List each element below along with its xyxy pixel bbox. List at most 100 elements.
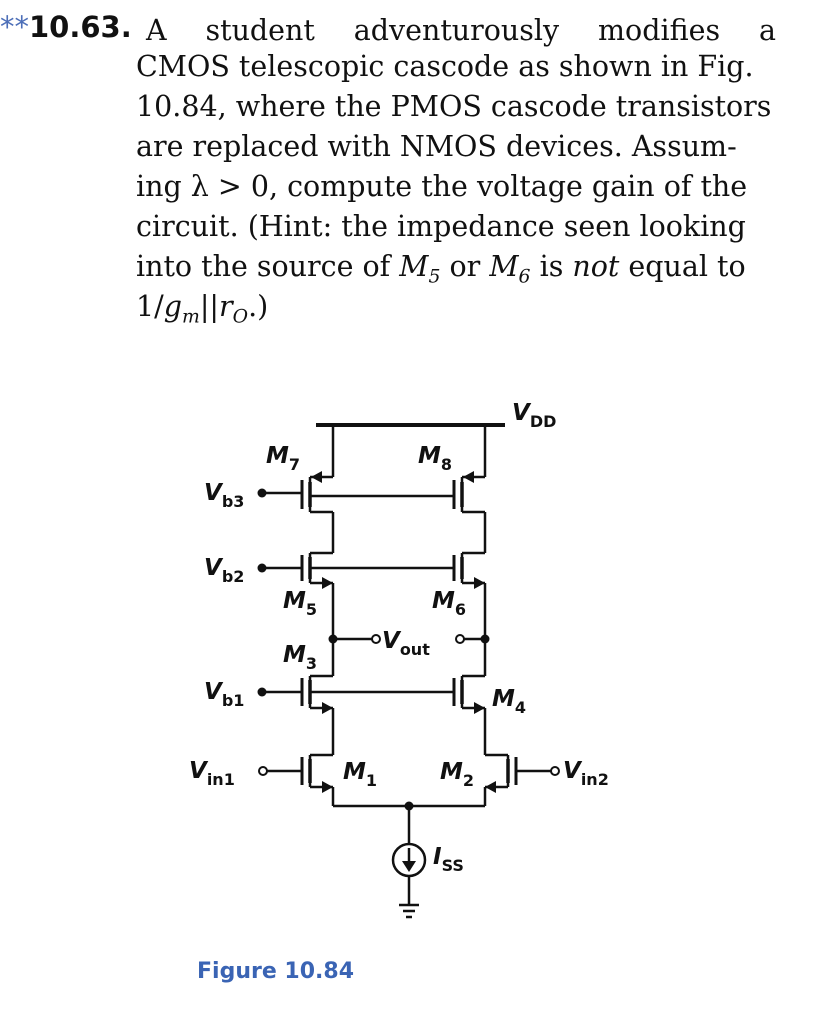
label-sub: 5 (306, 600, 317, 619)
m6-label: M6 (432, 588, 466, 619)
label-main: M (440, 759, 463, 785)
arrow-down-icon (402, 861, 416, 872)
label-main: V (204, 679, 224, 705)
text-run: M (399, 250, 429, 283)
label-sub: b1 (222, 691, 245, 710)
text-run: 1/ (136, 290, 164, 323)
transistor-m6 (452, 551, 485, 589)
word: A (146, 14, 167, 47)
subscript: O (232, 306, 249, 328)
arrow-icon (322, 577, 333, 589)
label-main: V (204, 555, 224, 581)
problem-line-5: ing λ > 0, compute the voltage gain of t… (136, 170, 748, 203)
label-main: V (382, 628, 402, 654)
m4-label: M4 (492, 686, 526, 717)
text-run: equal to (619, 250, 746, 283)
label-sub: in2 (581, 770, 609, 789)
text-run: into the source of (136, 250, 400, 283)
label-sub: SS (442, 856, 464, 875)
problem-id: 10.63. (29, 10, 132, 44)
label-sub: b2 (222, 567, 245, 586)
label-main: M (432, 588, 455, 614)
subscript: m (182, 306, 200, 328)
word: adventurously (353, 14, 560, 47)
transistor-m1 (300, 753, 333, 793)
word: a (758, 14, 776, 47)
text-run: .) (248, 290, 269, 323)
subscript: 5 (428, 266, 441, 288)
text-run: g (163, 290, 182, 323)
current-source-iss (391, 842, 427, 878)
label-main: V (189, 758, 209, 784)
vout-label: Vout (382, 628, 430, 659)
subscript: 6 (518, 266, 531, 288)
transistor-m3 (300, 674, 333, 714)
transistor-m2 (485, 753, 518, 793)
text-run: or (440, 250, 490, 283)
label-sub: out (400, 640, 430, 659)
m7-label: M7 (266, 443, 300, 474)
problem-line-2: CMOS telescopic cascode as shown in Fig. (136, 50, 754, 83)
m1-label: M1 (343, 759, 377, 790)
label-sub: 3 (306, 654, 317, 673)
problem-line-8: 1/gm||rO.) (136, 289, 268, 336)
problem-statement: **10.63. A student adventurously modifie… (0, 0, 828, 370)
label-main: M (283, 588, 306, 614)
vdd-label: VDD (512, 400, 556, 431)
arrow-icon (322, 702, 333, 714)
m2-label: M2 (440, 759, 474, 790)
label-sub: b3 (222, 492, 245, 511)
problem-line-6: circuit. (Hint: the impedance seen looki… (136, 210, 746, 243)
label-main: M (492, 686, 515, 712)
word: modifies (598, 14, 721, 47)
label-sub: in1 (207, 770, 235, 789)
label-main: V (204, 480, 224, 506)
vb2-label: Vb2 (204, 555, 244, 586)
vin1-label: Vin1 (189, 758, 235, 789)
text-run: || (199, 290, 220, 323)
text-run: is (530, 250, 573, 283)
label-main: M (343, 759, 366, 785)
m3-label: M3 (283, 642, 317, 673)
vout-terminal-left (371, 634, 381, 644)
symbol-ro: rO (219, 290, 248, 328)
text-run: r (219, 290, 233, 323)
problem-line-4: are replaced with NMOS devices. Assum- (136, 130, 737, 163)
label-main: V (512, 400, 532, 426)
label-sub: 2 (463, 771, 474, 790)
transistor-m8 (452, 471, 485, 514)
label-main: M (283, 642, 306, 668)
problem-line-7: into the source of M5 or M6 is not equal… (136, 249, 746, 296)
label-main: V (563, 758, 583, 784)
label-sub: 8 (441, 455, 452, 474)
problem-line-1: A student adventurously modifies a (146, 13, 776, 49)
symbol-gm: gm (163, 290, 200, 328)
problem-line-3: 10.84, where the PMOS cascode transistor… (136, 90, 772, 123)
label-sub: 7 (289, 455, 300, 474)
emphasis-not: not (572, 250, 620, 283)
arrow-icon (463, 471, 474, 483)
symbol-m5: M5 (399, 250, 440, 288)
label-main: M (418, 443, 441, 469)
arrow-icon (474, 702, 485, 714)
vb1-label: Vb1 (204, 679, 244, 710)
figure-caption: Figure 10.84 (197, 959, 354, 984)
label-sub: 1 (366, 771, 377, 790)
symbol-m6: M6 (489, 250, 530, 288)
label-sub: 6 (455, 600, 466, 619)
transistor-m4 (452, 674, 485, 714)
arrow-icon (322, 781, 333, 793)
vout-terminal-right (455, 634, 465, 644)
iss-label: ISS (433, 844, 464, 875)
vin2-terminal (550, 766, 560, 776)
m8-label: M8 (418, 443, 452, 474)
text-run: M (489, 250, 519, 283)
vin2-label: Vin2 (563, 758, 609, 789)
label-sub: DD (530, 412, 557, 431)
arrow-icon (485, 781, 496, 793)
word: student (205, 14, 315, 47)
difficulty-stars: ** (0, 10, 29, 44)
arrow-icon (474, 577, 485, 589)
m5-label: M5 (283, 588, 317, 619)
